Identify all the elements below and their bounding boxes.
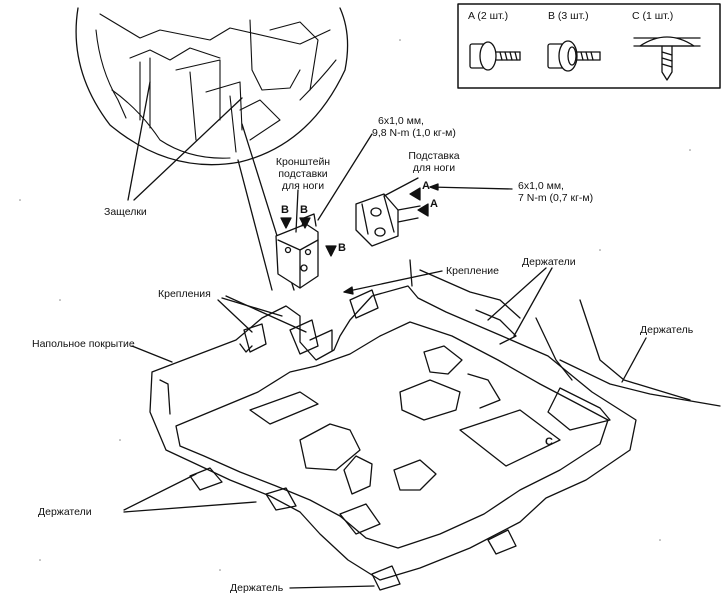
holders-left-label: Держатели — [38, 506, 92, 518]
scan-texture — [19, 39, 691, 571]
bracket-label-line3: для ноги — [281, 180, 325, 192]
fastenings-leader-1 — [217, 299, 253, 333]
torque-upper-label-line1: 6x1,0 мм, — [378, 115, 424, 127]
bracket-label-line1: Кронштейн — [275, 156, 331, 168]
holders-top-label: Держатели — [522, 256, 576, 268]
holders-left-leader-1 — [123, 473, 197, 511]
latches-leader-2 — [133, 97, 243, 201]
marker-b1-icon — [280, 217, 292, 229]
floor-covering-label: Напольное покрытие — [32, 338, 135, 350]
fastener-a-label: A (2 шт.) — [468, 10, 509, 22]
fastening-leader — [343, 270, 443, 293]
holder-right-leader — [621, 337, 647, 383]
latches-leader-1 — [127, 81, 151, 201]
latch-detail-lines — [95, 13, 337, 159]
fastenings-leader-3 — [225, 295, 307, 333]
fastener-b-label: B (3 шт.) — [548, 10, 589, 22]
marker-b3-letter: B — [338, 242, 346, 254]
torque-upper-leader — [317, 133, 373, 221]
marker-b3-icon — [325, 245, 337, 257]
torque-right-label-line2: 7 N-m (0,7 кг-м) — [518, 192, 594, 204]
fastening-label: Крепление — [446, 265, 499, 277]
footrest — [355, 193, 421, 247]
marker-b2-icon — [299, 217, 311, 229]
floor-covering-body — [149, 259, 721, 591]
bolt-b-icon — [547, 40, 601, 72]
marker-a1-letter: A — [422, 180, 430, 192]
marker-c-letter: C — [545, 436, 553, 448]
marker-a2-icon — [417, 203, 429, 217]
latches-label: Защелки — [104, 206, 147, 218]
latch-detail-circle — [75, 7, 349, 166]
torque-right-arrow — [429, 183, 439, 191]
fastener-legend-box — [457, 3, 721, 89]
footrest-label-line1: Подставка — [408, 150, 460, 162]
holders-top-leader-1 — [487, 267, 547, 321]
clip-c-icon — [633, 36, 701, 81]
torque-right-leader — [429, 186, 513, 190]
bolt-a-icon — [469, 41, 521, 71]
torque-right-label-line1: 6x1,0 мм, — [518, 180, 564, 192]
fastener-c-label: C (1 шт.) — [632, 10, 674, 22]
marker-a2-letter: A — [430, 198, 438, 210]
bracket-leader — [295, 189, 299, 233]
footrest-leader — [383, 177, 419, 197]
holders-left-leader-2 — [123, 501, 257, 513]
footrest-bracket — [275, 213, 319, 289]
marker-a1-icon — [409, 187, 421, 201]
holder-bottom-leader — [289, 585, 375, 589]
floor-covering-leader — [131, 345, 173, 363]
torque-upper-label-line2: 9,8 N-m (1,0 кг-м) — [372, 127, 456, 139]
marker-b2-letter: B — [300, 204, 308, 216]
holders-top-leader-2 — [513, 267, 553, 337]
bracket-label-line2: подставки — [278, 168, 328, 180]
fastenings-label: Крепления — [158, 288, 211, 300]
holder-bottom-label: Держатель — [230, 582, 284, 594]
holder-right-label: Держатель — [640, 324, 694, 336]
marker-b1-letter: B — [281, 204, 289, 216]
detail-leader-left — [237, 159, 273, 291]
footrest-label-line2: для ноги — [412, 162, 456, 174]
